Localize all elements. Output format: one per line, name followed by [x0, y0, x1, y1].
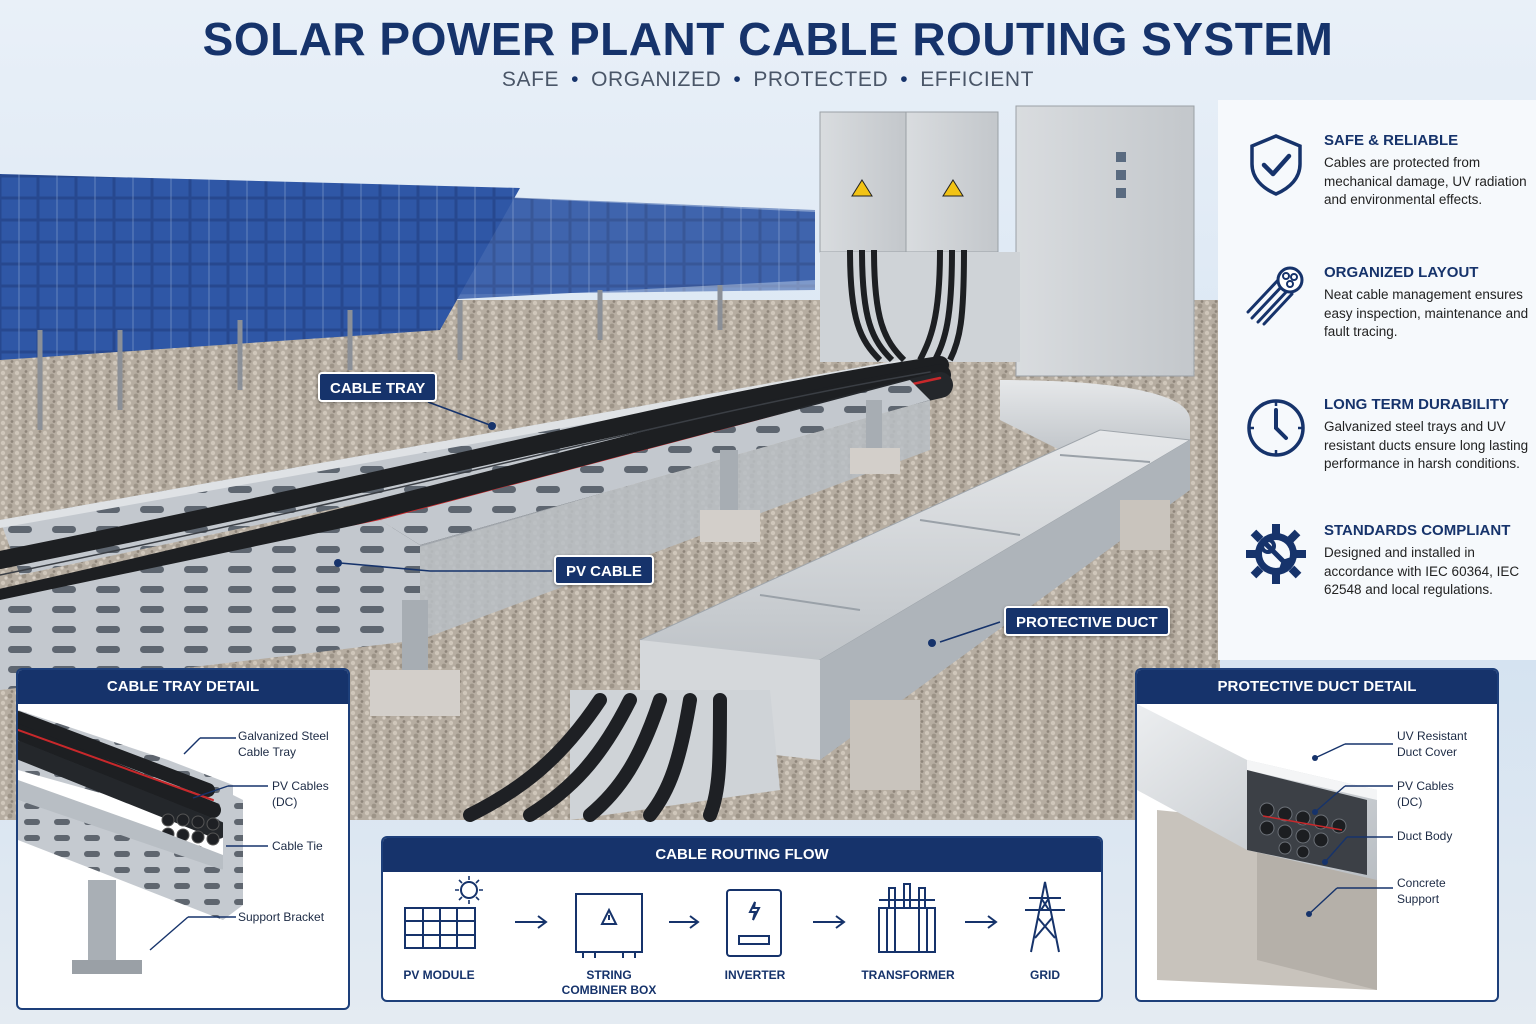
tray-label-support-bracket: Support Bracket: [238, 910, 325, 924]
cable-routing-flow-panel: CABLE ROUTING FLOW: [381, 836, 1103, 1002]
benefit-title: LONG TERM DURABILITY: [1324, 396, 1509, 413]
duct-label-pv-cables: PV Cables (DC): [1397, 779, 1454, 809]
tagline-separator: •: [900, 68, 909, 91]
benefit-title: STANDARDS COMPLIANT: [1324, 522, 1511, 539]
tagline-separator: •: [571, 68, 580, 91]
flow-step-label: GRID: [1030, 968, 1060, 982]
panel-title: CABLE TRAY DETAIL: [18, 670, 348, 704]
cable-tray-illustration: [18, 710, 268, 974]
duct-label-duct-body: Duct Body: [1397, 829, 1453, 843]
tray-label-pv-cables: PV Cables (DC): [272, 779, 329, 809]
cable-bundle-icon: [1246, 266, 1304, 326]
tagline-item: SAFE: [501, 68, 560, 91]
tagline-item: ORGANIZED: [591, 68, 722, 91]
clock-icon: [1247, 399, 1305, 457]
gear-wrench-icon: [1246, 524, 1306, 584]
cable-tray-detail-panel: CABLE TRAY DETAIL: [16, 668, 350, 1010]
benefit-title: ORGANIZED LAYOUT: [1324, 264, 1479, 281]
callout-cable-tray: CABLE TRAY: [318, 372, 438, 402]
duct-label-uv-resistant-cover: UV Resistant Duct Cover: [1397, 729, 1468, 759]
tagline-item: PROTECTED: [753, 68, 889, 91]
page-tagline: SAFE • ORGANIZED • PROTECTED • EFFICIENT: [0, 68, 1536, 92]
transformer-icon: [878, 883, 936, 953]
tray-label-galvanized-steel: Galvanized Steel Cable Tray: [238, 729, 329, 759]
benefits-column: SAFE & RELIABLE Cables are protected fro…: [1218, 100, 1536, 660]
benefit-title: SAFE & RELIABLE: [1324, 132, 1459, 149]
protective-duct-illustration: [1137, 704, 1393, 990]
panel-title: PROTECTIVE DUCT DETAIL: [1137, 670, 1497, 704]
flow-step-label: PV MODULE: [403, 968, 475, 982]
benefit-text: Cables are protected from mechanical dam…: [1324, 155, 1527, 208]
callout-pv-cable: PV CABLE: [554, 555, 654, 585]
benefit-text: Galvanized steel trays and UV resistant …: [1324, 419, 1529, 472]
flow-step-label: TRANSFORMER: [861, 968, 955, 982]
tagline-separator: •: [733, 68, 742, 91]
callout-protective-duct: PROTECTIVE DUCT: [1004, 606, 1170, 636]
flow-step-label: STRING COMBINER BOX: [561, 968, 657, 997]
inverter-icon: [726, 889, 782, 957]
flow-step-label: INVERTER: [724, 968, 786, 982]
combiner-box-icon: [575, 893, 643, 958]
shield-check-icon: [1250, 134, 1302, 196]
protective-duct-detail-panel: PROTECTIVE DUCT DETAIL: [1135, 668, 1499, 1002]
tagline-item: EFFICIENT: [920, 68, 1035, 91]
tray-label-cable-tie: Cable Tie: [272, 839, 323, 853]
page-title: SOLAR POWER PLANT CABLE ROUTING SYSTEM: [202, 13, 1334, 65]
benefit-text: Neat cable management ensures easy inspe…: [1324, 287, 1529, 340]
flow-icons: [404, 876, 1065, 958]
panel-title: CABLE ROUTING FLOW: [383, 838, 1101, 872]
benefit-text: Designed and installed in accordance wit…: [1324, 545, 1520, 598]
duct-label-concrete-support: Concrete Support: [1397, 876, 1446, 906]
grid-tower-icon: [1025, 881, 1065, 953]
pv-module-icon: [404, 876, 483, 949]
